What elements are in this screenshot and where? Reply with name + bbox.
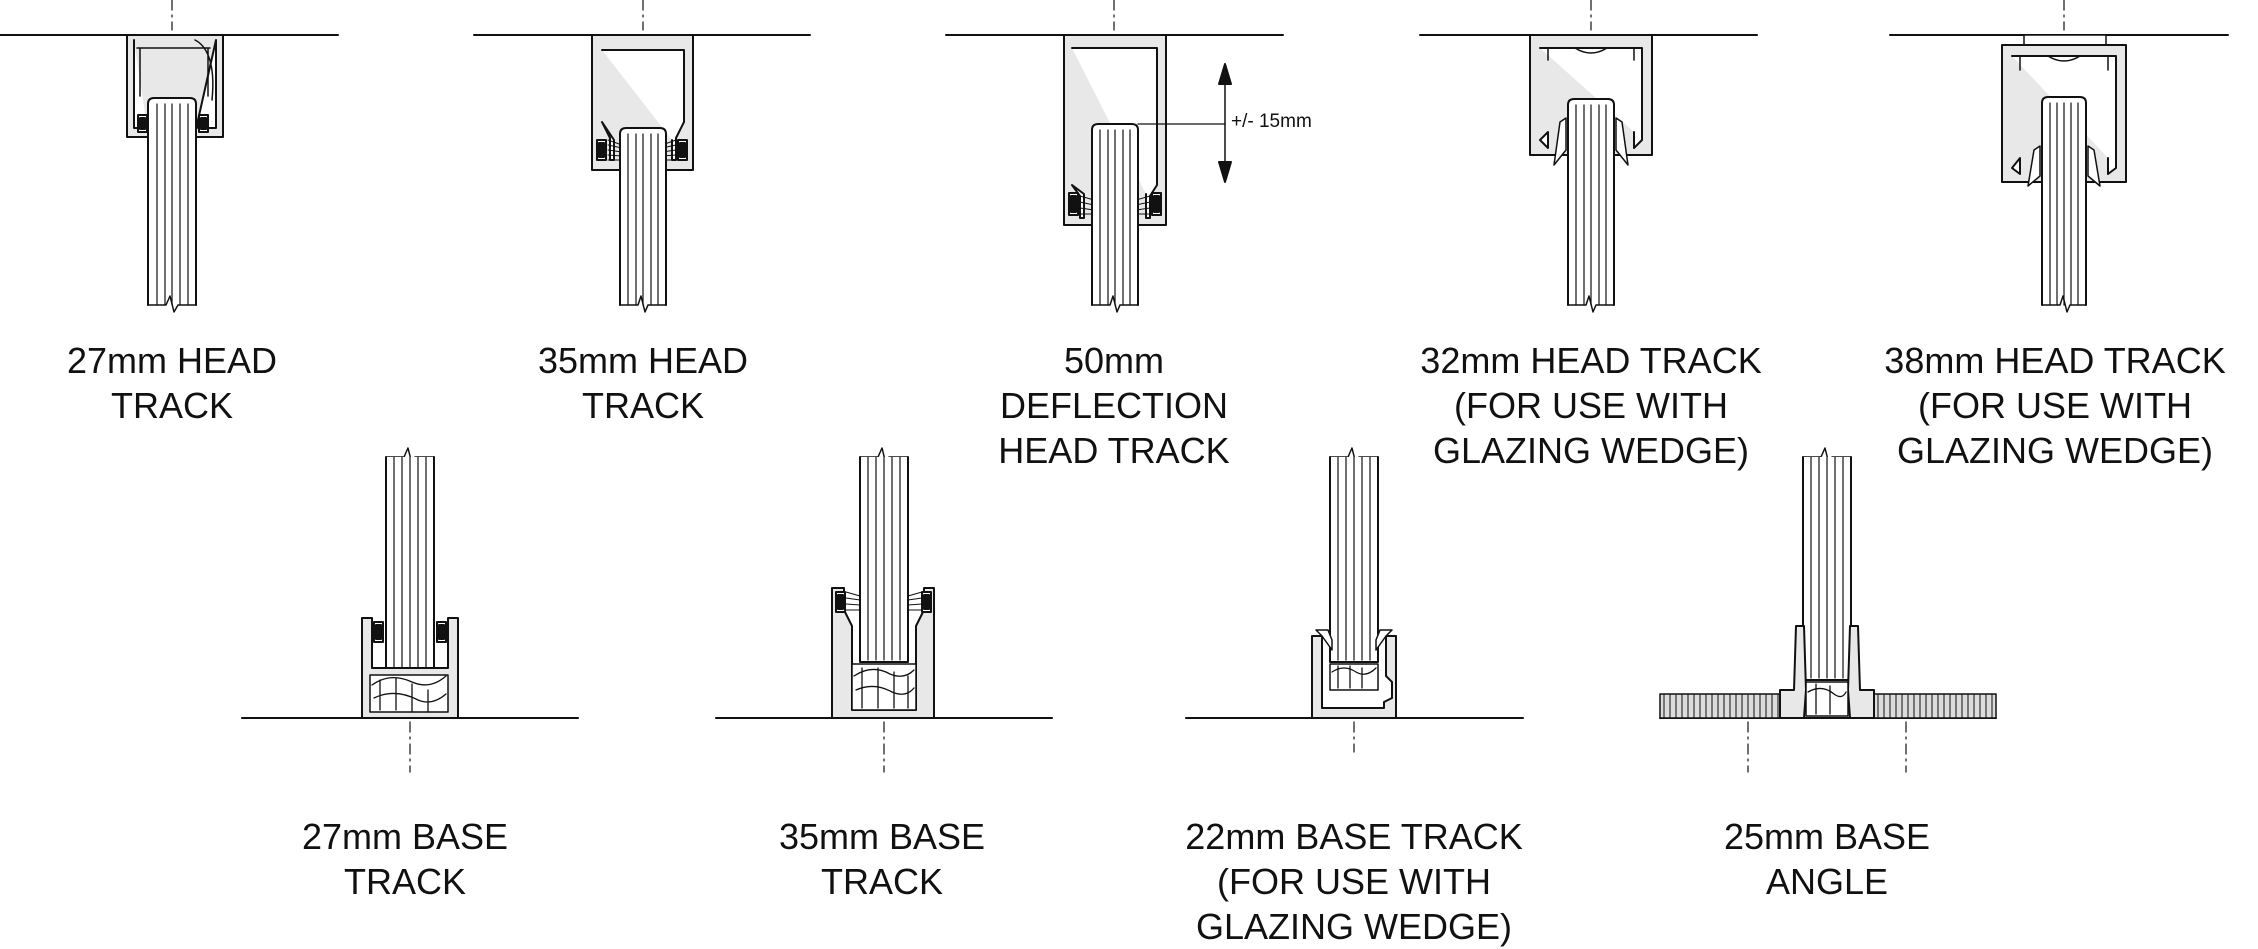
glazing-wedge-right [2087, 145, 2101, 187]
caption-line: TRACK [581, 385, 704, 426]
glazing-wedge-left [2027, 145, 2041, 187]
glazing-wedge-left [1553, 117, 1567, 166]
caption-line: HEAD TRACK [998, 430, 1230, 471]
arrow-head-down [1218, 161, 1232, 183]
arrow-head-up [1218, 63, 1232, 85]
break-line [1091, 295, 1139, 313]
caption-35mm-head-track: 35mm HEAD TRACK [443, 338, 843, 428]
caption-line: 35mm BASE [778, 816, 986, 857]
caption-line: 35mm HEAD [537, 340, 749, 381]
glass-laminations [627, 133, 659, 306]
22mm-base-track-detail [1185, 447, 1524, 753]
brush-seal-right [661, 139, 677, 161]
break-line [1567, 295, 1615, 313]
caption-line: 27mm BASE [301, 816, 509, 857]
brush-seal-right [907, 591, 923, 611]
27mm-head-track-detail [0, 0, 339, 313]
caption-32mm-head-track: 32mm HEAD TRACK (FOR USE WITH GLAZING WE… [1391, 338, 1791, 473]
break-line [147, 295, 197, 313]
brush-seal-left [845, 591, 861, 611]
base-angle-left [1779, 625, 1807, 719]
profile-top-groove [2019, 55, 2109, 71]
glass-laminations [1810, 456, 1844, 679]
brush-seal-left [1079, 195, 1095, 215]
carpet-left [1659, 693, 1795, 719]
25mm-base-angle-detail [1659, 447, 1997, 773]
caption-line: (FOR USE WITH [1217, 861, 1491, 902]
38mm-head-track-detail [1889, 0, 2229, 313]
glass-laminations [2049, 102, 2079, 306]
caption-50mm-deflection-head-track: 50mm DEFLECTION HEAD TRACK [914, 338, 1314, 473]
break-line [2041, 295, 2087, 313]
caption-27mm-head-track: 27mm HEAD TRACK [0, 338, 372, 428]
caption-25mm-base-angle: 25mm BASE ANGLE [1627, 814, 2027, 904]
caption-line: GLAZING WEDGE) [1896, 430, 2214, 471]
caption-line: 32mm HEAD TRACK [1420, 340, 1762, 381]
caption-line: DEFLECTION [999, 385, 1229, 426]
carpet-pile-left [1663, 693, 1791, 719]
50mm-deflection-head-track-detail [945, 0, 1284, 313]
carpet-right [1859, 693, 1997, 719]
setting-block [851, 663, 917, 711]
caption-line: ANGLE [1765, 861, 1889, 902]
caption-27mm-base-track: 27mm BASE TRACK [205, 814, 605, 904]
caption-line: 50mm [1063, 340, 1165, 381]
32mm-head-track-detail [1419, 0, 1758, 313]
glazing-wedge-left [1315, 629, 1333, 651]
caption-line: TRACK [343, 861, 466, 902]
setting-block-detail [1331, 665, 1377, 689]
brush-seal-left [607, 139, 623, 161]
track-inner-detail [136, 39, 214, 101]
glass-laminations [867, 456, 901, 661]
caption-line: TRACK [110, 385, 233, 426]
caption-line: GLAZING WEDGE) [1195, 906, 1513, 947]
deflection-tolerance-note: +/- 15mm [1231, 111, 1312, 132]
caption-line: (FOR USE WITH [1454, 385, 1728, 426]
setting-block [1805, 681, 1849, 717]
caption-22mm-base-track: 22mm BASE TRACK (FOR USE WITH GLAZING WE… [1154, 814, 1554, 949]
glazing-wedge-right [1615, 117, 1629, 166]
glass-laminations [393, 456, 427, 669]
caption-line: (FOR USE WITH [1918, 385, 2192, 426]
base-track-profile [1311, 635, 1397, 719]
caption-line: 38mm HEAD TRACK [1884, 340, 2226, 381]
glazing-wedge-right [1375, 629, 1393, 651]
setting-block [1329, 663, 1379, 691]
break-line [619, 295, 667, 313]
caption-35mm-base-track: 35mm BASE TRACK [682, 814, 1082, 904]
ceiling-packer [2023, 34, 2107, 46]
35mm-head-track-detail [473, 0, 811, 313]
caption-line: GLAZING WEDGE) [1432, 430, 1750, 471]
setting-block-detail [371, 675, 447, 713]
caption-line: TRACK [820, 861, 943, 902]
caption-line: 25mm BASE [1723, 816, 1931, 857]
brush-seal-right [1135, 195, 1151, 215]
27mm-base-track-detail [241, 447, 579, 773]
caption-line: 27mm HEAD [66, 340, 278, 381]
glass-laminations [1337, 456, 1371, 661]
profile-top-groove [1547, 47, 1635, 61]
setting-block-detail [1807, 683, 1847, 715]
caption-line: 22mm BASE TRACK [1185, 816, 1523, 857]
glass-laminations [156, 103, 189, 306]
base-angle-right [1847, 625, 1875, 719]
glass-laminations [1099, 129, 1131, 306]
setting-block-detail [853, 667, 915, 709]
35mm-base-track-detail [715, 447, 1053, 773]
caption-38mm-head-track: 38mm HEAD TRACK (FOR USE WITH GLAZING WE… [1855, 338, 2255, 473]
glass-laminations [1575, 104, 1607, 306]
